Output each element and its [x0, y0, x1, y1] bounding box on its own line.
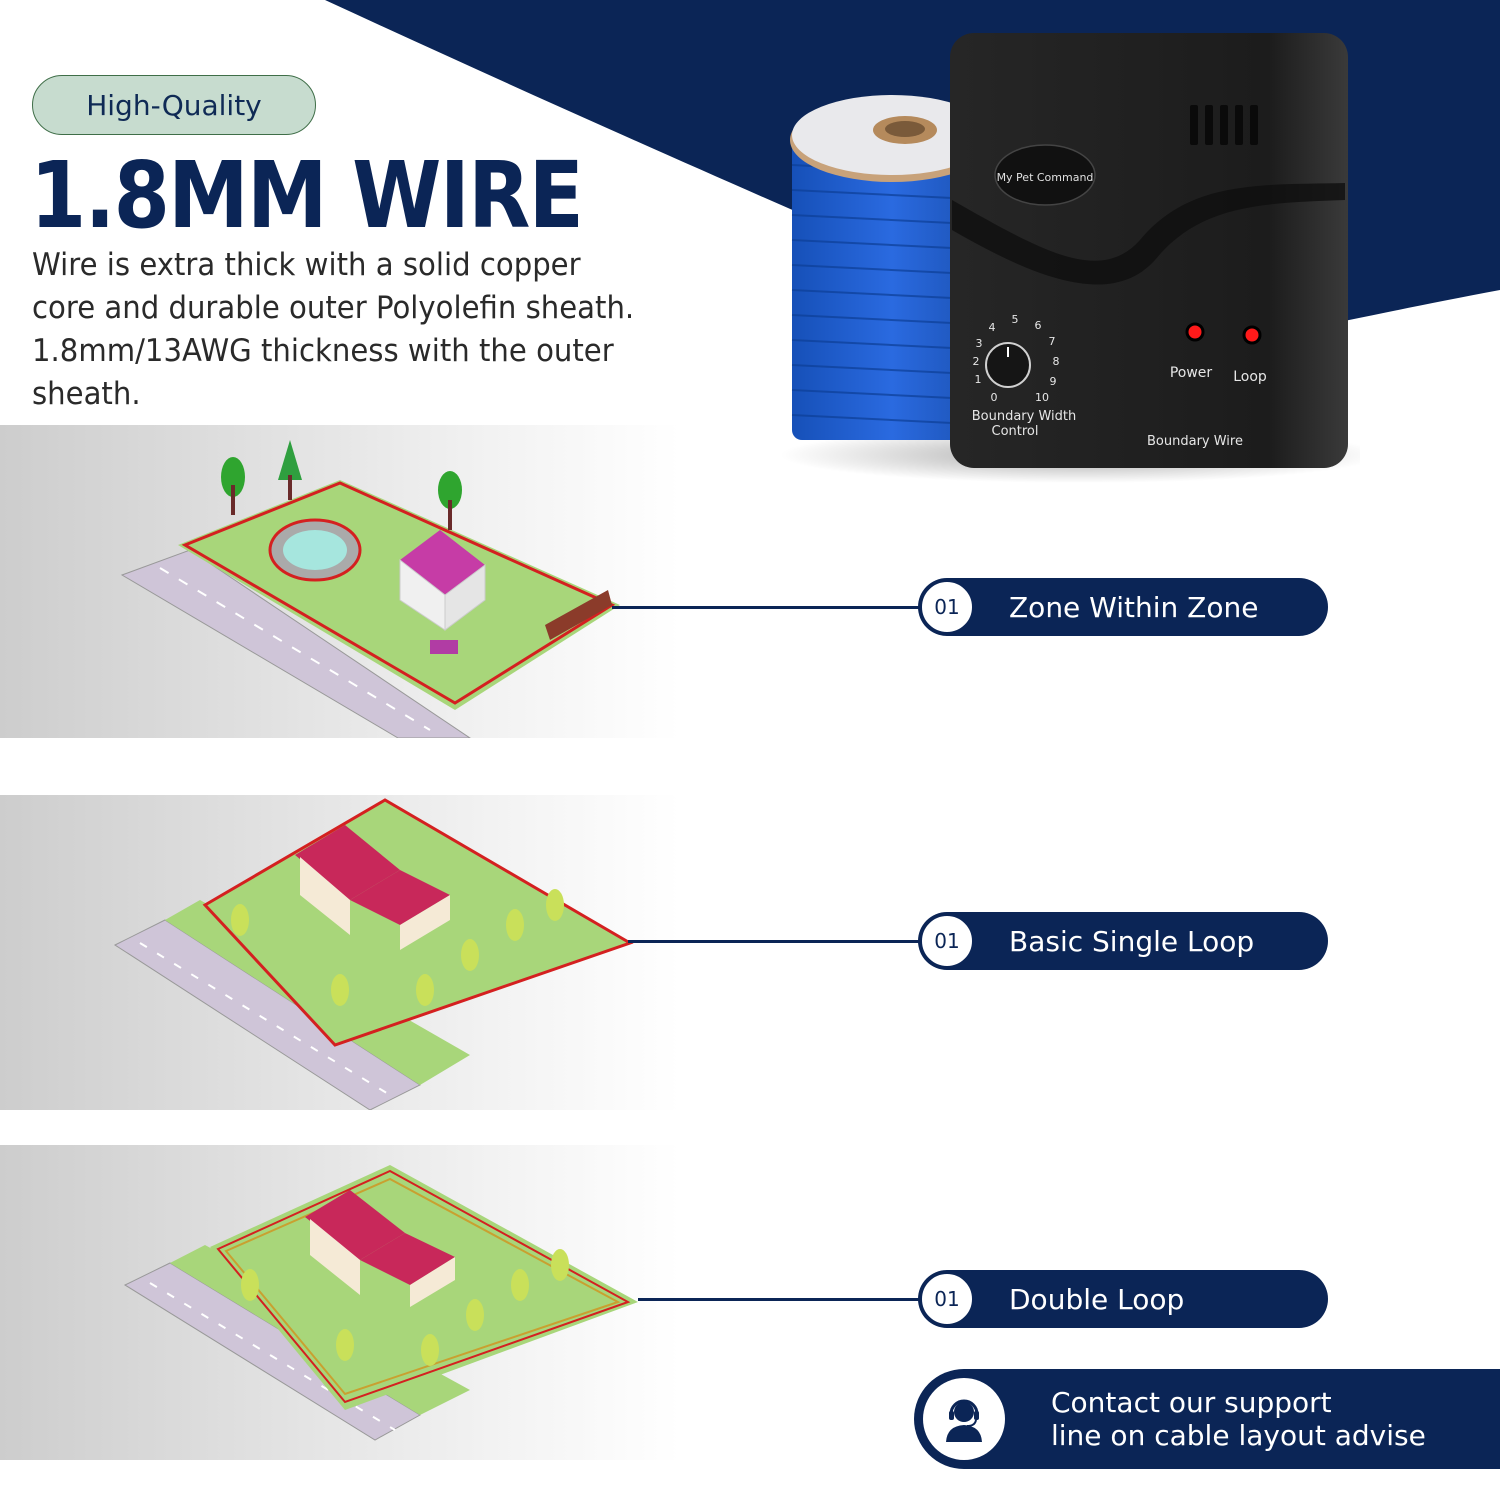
speaker-grille	[1190, 105, 1258, 145]
svg-text:6: 6	[1035, 319, 1042, 332]
product-image: My Pet Command 0 1 2 3 4 5 6 7 8 9 10 Bo…	[780, 33, 1360, 483]
svg-text:7: 7	[1049, 335, 1056, 348]
layout-option-double-loop: 01 Double Loop	[918, 1270, 1328, 1328]
power-led	[1185, 322, 1205, 342]
support-banner: Contact our support line on cable layout…	[914, 1369, 1500, 1469]
layout-number: 01	[919, 579, 975, 635]
product-description: Wire is extra thick with a solid copper …	[32, 244, 792, 416]
description-line: core and durable outer Polyolefin sheath…	[32, 290, 635, 326]
layout-label: Zone Within Zone	[1009, 590, 1259, 624]
connector-line	[628, 940, 920, 943]
svg-text:Loop: Loop	[1233, 369, 1267, 385]
svg-text:2: 2	[973, 355, 980, 368]
layout-illustration-basic-single-loop	[0, 795, 680, 1110]
headset-agent-icon	[923, 1378, 1005, 1460]
svg-text:Control: Control	[992, 424, 1039, 439]
description-line: 1.8mm/13AWG thickness with the outer	[32, 333, 614, 369]
svg-text:3: 3	[976, 337, 983, 350]
quality-badge-label: High-Quality	[86, 88, 262, 122]
layout-illustration-zone-within-zone	[0, 425, 680, 738]
svg-text:10: 10	[1035, 391, 1049, 404]
loop-led	[1242, 325, 1262, 345]
svg-text:Power: Power	[1170, 365, 1213, 381]
layout-number: 01	[919, 913, 975, 969]
support-message: Contact our support line on cable layout…	[1051, 1386, 1426, 1452]
svg-text:5: 5	[1012, 313, 1019, 326]
tree-icon	[241, 1249, 569, 1366]
connector-line	[638, 1298, 920, 1301]
svg-text:1: 1	[975, 373, 982, 386]
layout-number: 01	[919, 1271, 975, 1327]
support-line-1: Contact our support	[1051, 1386, 1332, 1419]
brand-logo: My Pet Command	[997, 171, 1094, 184]
boundary-width-dial: 0 1 2 3 4 5 6 7 8 9 10 Boundary Width Co…	[972, 313, 1077, 439]
connector-line	[612, 606, 920, 609]
layout-option-basic-single-loop: 01 Basic Single Loop	[918, 912, 1328, 970]
svg-text:8: 8	[1053, 355, 1060, 368]
svg-text:0: 0	[991, 391, 998, 404]
svg-text:4: 4	[989, 321, 996, 334]
layout-illustration-double-loop	[0, 1145, 680, 1460]
description-line: Wire is extra thick with a solid copper	[32, 247, 581, 283]
svg-text:Boundary Width: Boundary Width	[972, 409, 1077, 424]
tree-icon	[231, 889, 564, 1006]
layout-label: Basic Single Loop	[1009, 924, 1255, 958]
description-line: sheath.	[32, 376, 141, 412]
layout-option-zone-within-zone: 01 Zone Within Zone	[918, 578, 1328, 636]
quality-badge: High-Quality	[32, 75, 316, 135]
tree-icon	[221, 440, 462, 530]
transmitter-unit: My Pet Command 0 1 2 3 4 5 6 7 8 9 10 Bo…	[950, 33, 1348, 468]
page-title: 1.8MM WIRE	[30, 142, 584, 249]
support-line-2: line on cable layout advise	[1051, 1419, 1426, 1452]
svg-text:Boundary Wire: Boundary Wire	[1147, 434, 1243, 449]
layout-label: Double Loop	[1009, 1282, 1185, 1316]
svg-text:9: 9	[1050, 375, 1057, 388]
